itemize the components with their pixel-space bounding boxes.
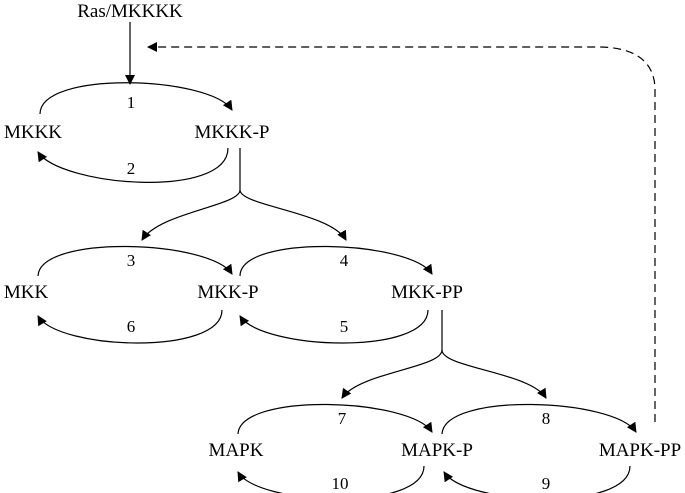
node-mkk-pp: MKK-PP: [391, 282, 463, 303]
reaction-1: 1: [127, 93, 136, 112]
reaction-10: 10: [332, 474, 349, 493]
reaction-4: 4: [340, 251, 349, 270]
node-ras-mkkkk: Ras/MKKKK: [77, 1, 183, 22]
node-mapk-p: MAPK-P: [401, 440, 473, 461]
node-mkk: MKK: [4, 282, 49, 303]
edge-reaction-4: [239, 245, 433, 277]
reaction-5: 5: [340, 317, 349, 336]
edge-reaction-5: [239, 309, 429, 344]
edge-mkk-pp-to-reaction-7: [341, 310, 443, 399]
edge-reaction-8: [441, 403, 637, 435]
reaction-9: 9: [542, 474, 551, 493]
edge-mkk-pp-to-reaction-8: [441, 349, 547, 399]
reaction-8: 8: [542, 409, 551, 428]
node-mapk: MAPK: [209, 440, 264, 461]
edge-reaction-3: [37, 245, 233, 277]
reaction-2: 2: [127, 159, 136, 178]
edge-feedback-mapk-pp-to-reaction-1: [147, 42, 656, 422]
edge-reaction-10: [237, 465, 425, 493]
node-mkkk: MKKK: [4, 122, 62, 143]
edge-reaction-6: [37, 309, 223, 344]
node-mkk-p: MKK-P: [197, 282, 258, 303]
edge-reaction-9: [443, 465, 631, 493]
edge-mkkk-p-to-reaction-4: [239, 189, 347, 241]
edge-reaction-1: [39, 82, 233, 115]
node-mkkk-p: MKKK-P: [195, 122, 270, 143]
node-mapk-pp: MAPK-PP: [599, 440, 681, 461]
reaction-7: 7: [338, 409, 347, 428]
reaction-3: 3: [127, 251, 136, 270]
reaction-6: 6: [127, 317, 136, 336]
edge-reaction-2: [37, 147, 229, 183]
edge-reaction-7: [237, 403, 433, 435]
edge-mkkk-p-to-reaction-3: [141, 148, 241, 241]
